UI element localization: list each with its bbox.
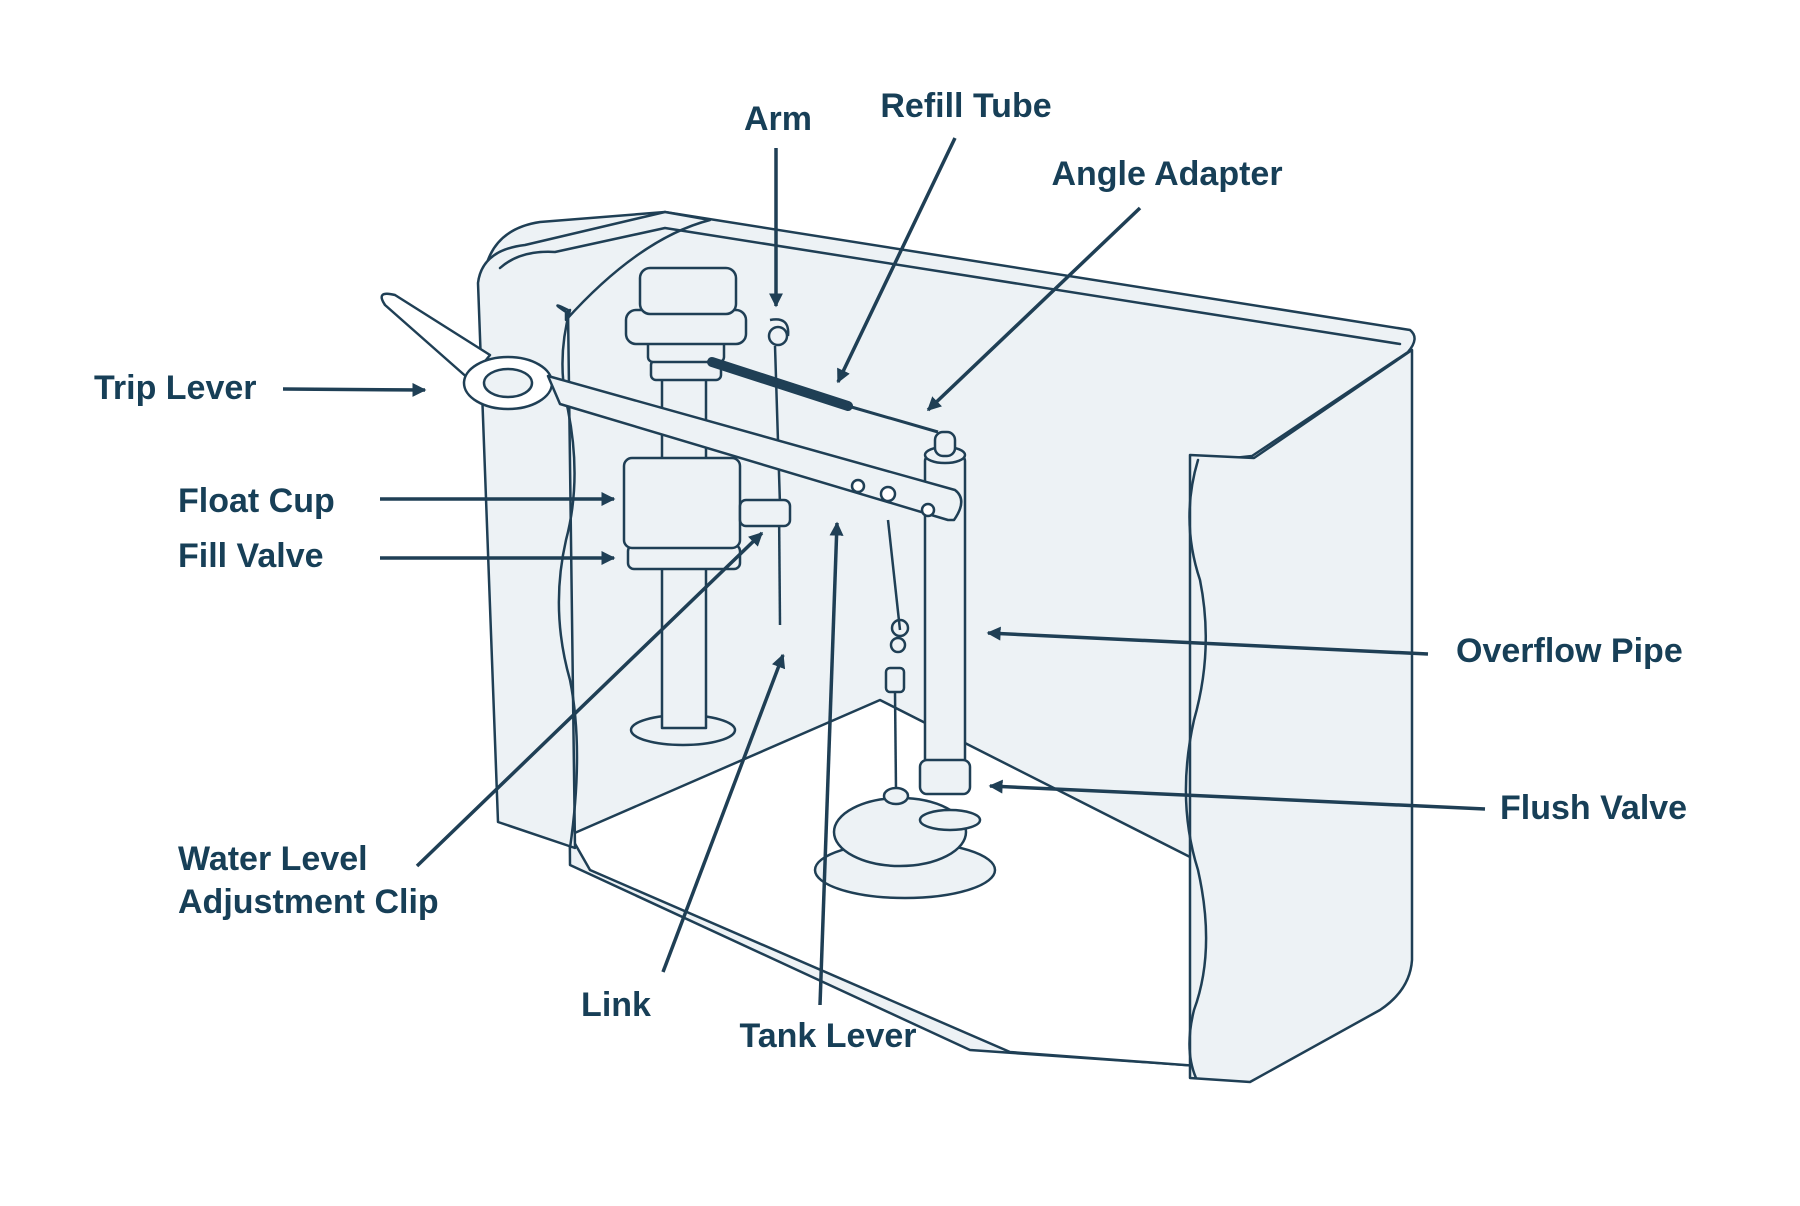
water-level-clip-arrow <box>415 531 764 868</box>
label-water-level-clip-line1: Water Level <box>178 840 368 878</box>
label-link: Link <box>581 986 651 1024</box>
label-flush-valve: Flush Valve <box>1500 789 1688 827</box>
label-trip-lever: Trip Lever <box>94 369 257 407</box>
tank-rim <box>498 226 1402 346</box>
trip-lever-arrow <box>282 382 427 397</box>
label-overflow-pipe: Overflow Pipe <box>1456 632 1683 670</box>
label-tank-lever: Tank Lever <box>739 1017 917 1055</box>
float-cup <box>622 456 742 550</box>
overflow-pipe <box>923 430 967 767</box>
label-water-level-clip-line2: Adjustment Clip <box>178 883 439 921</box>
refill-tube <box>707 357 939 434</box>
water-level-clip <box>738 498 792 528</box>
overflow-pipe-arrow <box>986 626 1429 656</box>
flapper-chain <box>884 519 910 791</box>
label-fill-valve: Fill Valve <box>178 537 324 575</box>
label-refill-tube: Refill Tube <box>880 87 1052 125</box>
callout-arrows <box>282 137 1486 1006</box>
fill-valve-top <box>638 266 738 316</box>
tank-right-wall <box>1188 348 1414 1084</box>
flush-valve-arrow <box>988 779 1486 811</box>
refill-tube-arrow <box>836 137 957 384</box>
label-angle-adapter: Angle Adapter <box>1051 155 1283 193</box>
link-arrow <box>661 653 786 973</box>
angle-adapter-arrow <box>926 206 1142 412</box>
flapper-dome <box>832 796 968 868</box>
flush-valve-assembly <box>813 758 997 900</box>
trip-lever <box>380 292 963 522</box>
arm-ring <box>767 325 789 347</box>
label-arm: Arm <box>743 100 813 138</box>
arm-and-link <box>738 318 792 626</box>
right-cut-edge <box>1184 458 1208 1080</box>
arm-rod <box>773 345 782 506</box>
label-float-cup: Float Cup <box>178 482 335 520</box>
tank-lever-arrow <box>818 521 844 1006</box>
